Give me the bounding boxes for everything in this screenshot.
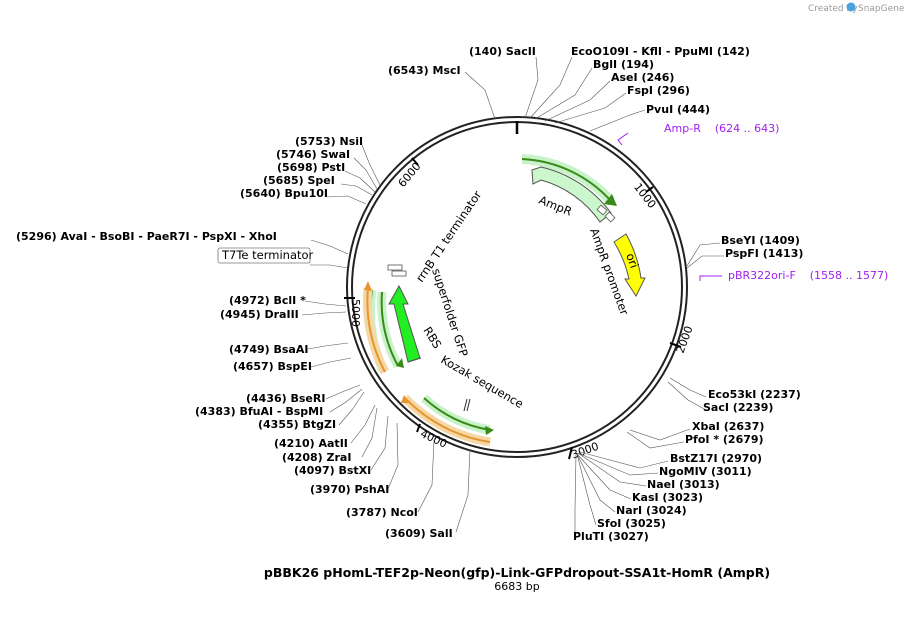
credit-brand: SnapGene <box>858 4 905 14</box>
t7te-terminator-label-box: T7Te terminator <box>217 247 314 264</box>
site-pshai: (3970) PshAI <box>310 483 389 496</box>
site-pfoi: PfoI * (2679) <box>685 433 764 446</box>
feature-ori-arrow <box>613 233 646 298</box>
site-spei: (5685) SpeI <box>263 174 335 187</box>
feature-ampr-arrow <box>531 166 612 223</box>
site-aatii: (4210) AatII <box>274 437 348 450</box>
site-bspmi: (4383) BfuAI - BspMI <box>195 405 323 418</box>
site-pvui: PvuI (444) <box>646 103 710 116</box>
site-asei: AseI (246) <box>611 71 674 84</box>
primer-label-pbr322ori-f: pBR322ori-F (1558 .. 1577) <box>728 269 888 282</box>
primer-label-amp-r: Amp-R (624 .. 643) <box>664 122 779 135</box>
feature-kozak-marker <box>463 398 471 412</box>
site-bgli: BglI (194) <box>593 58 654 71</box>
feature-label-rrnb: rrnB T1 terminator <box>413 188 485 285</box>
credit-prefix: Created by <box>808 4 858 14</box>
site-bseri: (4436) BseRI <box>246 392 325 405</box>
site-bcli: (4972) BclI * <box>229 294 306 307</box>
backbone-outer-ring <box>346 116 688 458</box>
site-bpu10i: (5640) Bpu10I <box>240 187 328 200</box>
site-fspi: FspI (296) <box>627 84 690 97</box>
site-eco0109i: EcoO109I - KflI - PpuMI (142) <box>571 45 750 58</box>
site-kasi: KasI (3023) <box>632 491 703 504</box>
site-zrai: (4208) ZraI <box>282 451 351 464</box>
site-bseyi: BseYI (1409) <box>721 234 800 247</box>
snapgene-credit: Created by SnapGene <box>808 2 905 14</box>
site-sfoi: SfoI (3025) <box>597 517 666 530</box>
feature-small-markers-top <box>596 204 616 223</box>
plasmid-size: 6683 bp <box>494 580 539 593</box>
site-bsaai: (4749) BsaAI <box>229 343 308 356</box>
site-sali: (3609) SalI <box>385 527 453 540</box>
snapgene-logo-icon <box>846 2 856 12</box>
feature-label-kozak: Kozak sequence <box>439 352 526 411</box>
feature-orange-arrow-left <box>362 281 389 375</box>
backbone <box>346 116 688 458</box>
feature-ampr-promoter-arrow <box>521 154 617 206</box>
feature-orange-arrow-bottom <box>401 394 491 447</box>
feature-label-rbs: RBS <box>420 324 444 351</box>
site-ngomiv: NgoMIV (3011) <box>659 465 752 478</box>
site-msci: (6543) MscI <box>388 64 461 77</box>
site-swai: (5746) SwaI <box>276 148 350 161</box>
site-bspei: (4657) BspEI <box>233 360 312 373</box>
feature-green-arrow-bottom <box>420 394 494 435</box>
tick-5000: 5000 <box>344 297 362 327</box>
site-draiii: (4945) DraIII <box>220 308 299 321</box>
restriction-sites: (140) SacII EcoO109I - KflI - PpuMI (142… <box>16 45 803 543</box>
site-bstxi: (4097) BstXI <box>294 464 371 477</box>
feature-rrnb-markers <box>387 264 422 363</box>
site-pluti: PluTI (3027) <box>573 530 649 543</box>
t7te-terminator-label: T7Te terminator <box>221 248 314 262</box>
site-sacii: (140) SacII <box>469 45 536 58</box>
site-pspfi: PspFI (1413) <box>725 247 803 260</box>
site-xbai: XbaI (2637) <box>692 420 764 433</box>
feature-sfgfp-arrow <box>388 284 421 363</box>
site-nsii: (5753) NsiI <box>295 135 363 148</box>
site-psti: (5698) PstI <box>277 161 345 174</box>
site-bstz17i: BstZ17I (2970) <box>670 452 762 465</box>
feature-label-ampr: AmpR <box>537 193 574 219</box>
feature-label-ori: ori <box>623 251 641 270</box>
site-naei: NaeI (3013) <box>647 478 720 491</box>
site-leaders <box>301 56 724 538</box>
primer-amp-r: Amp-R (624 .. 643) <box>617 122 779 146</box>
site-btgzi: (4355) BtgZI <box>258 418 336 431</box>
site-ncoi: (3787) NcoI <box>346 506 418 519</box>
primer-pbr322ori-f: pBR322ori-F (1558 .. 1577) <box>699 269 888 282</box>
site-eco53ki: Eco53kI (2237) <box>708 388 801 401</box>
feature-green-arrow-left-inner <box>377 291 404 369</box>
site-saci: SacI (2239) <box>703 401 773 414</box>
plasmid-name: pBBK26 pHomL-TEF2p-Neon(gfp)-Link-GFPdro… <box>264 565 770 580</box>
site-nari: NarI (3024) <box>616 504 687 517</box>
tick-label-5000: 5000 <box>349 299 362 327</box>
site-xhoi: (5296) AvaI - BsoBI - PaeR7I - PspXI - X… <box>16 230 277 243</box>
